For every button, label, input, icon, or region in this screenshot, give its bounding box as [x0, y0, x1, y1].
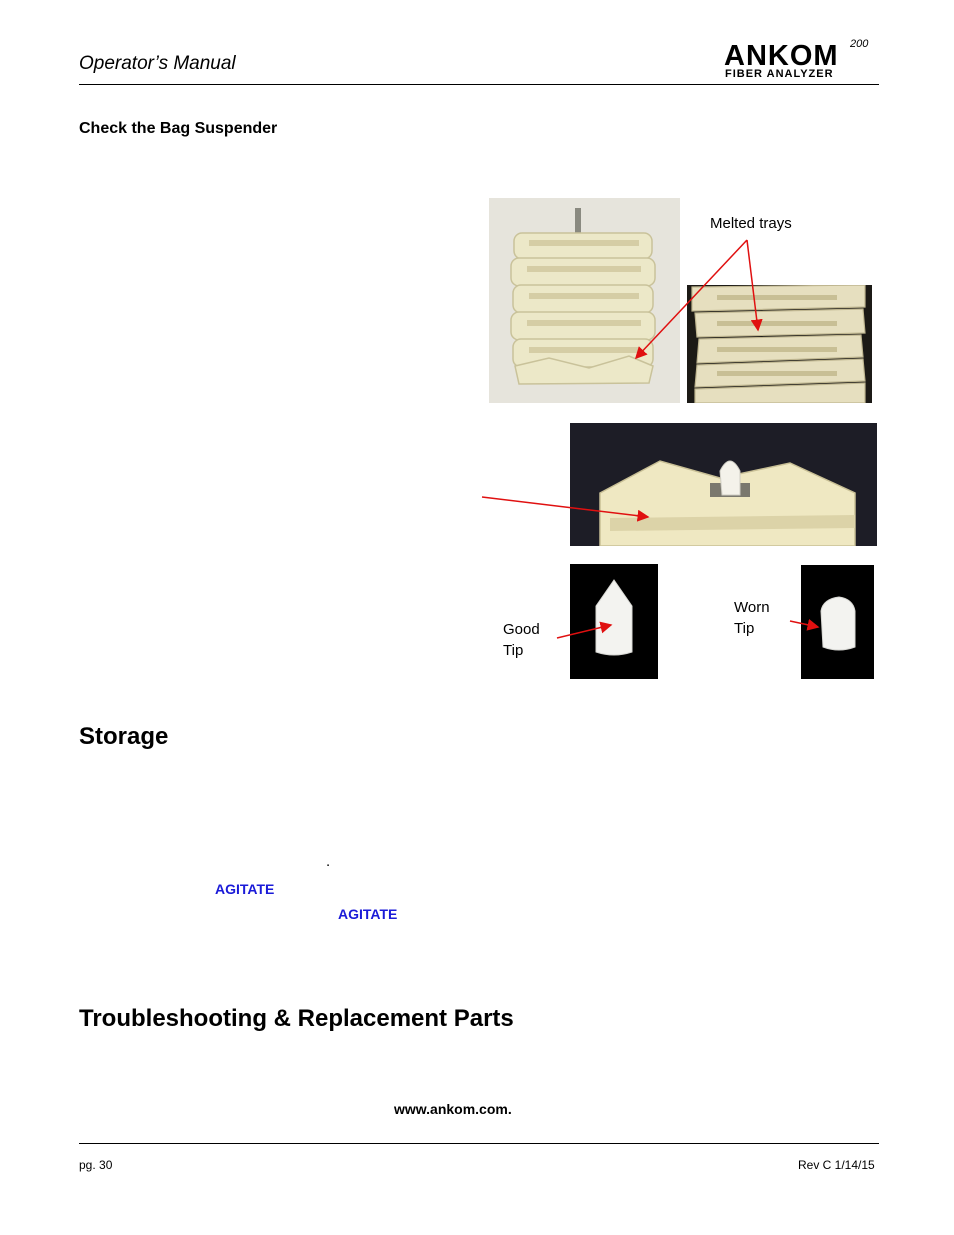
caption-worn-line-1: Worn: [734, 599, 770, 616]
section-label: Check the Bag Suspender: [79, 120, 278, 137]
footer-page-number: pg. 30: [79, 1158, 113, 1172]
caption-worn-line-2: Tip: [734, 620, 755, 637]
arrow-worn-tip: [789, 618, 820, 631]
caption-good-line-1: Good: [503, 621, 540, 638]
footer-rule: [79, 1143, 879, 1144]
storage-dot: .: [326, 853, 331, 870]
caption-good-tip: Good Tip: [503, 619, 540, 661]
tray-closeup-photo: [570, 423, 877, 546]
troubleshooting-heading: Troubleshooting & Replacement Parts: [79, 1005, 514, 1032]
logo-subtitle: FIBER ANALYZER: [725, 68, 834, 80]
logo-superscript: 200: [850, 38, 869, 50]
ankom-website-link[interactable]: www.ankom.com.: [394, 1101, 512, 1117]
bag-suspender-photo: [489, 198, 680, 403]
arrow-melted-right: [746, 239, 763, 332]
page-header-title: Operator’s Manual: [79, 53, 236, 74]
ankom-logo: ANKOM 200 FIBER ANALYZER: [722, 38, 880, 84]
footer-revision: Rev C 1/14/15: [798, 1158, 875, 1172]
storage-heading: Storage: [79, 723, 169, 750]
agitate-label-1: AGITATE: [215, 881, 275, 897]
good-tip-photo: [570, 564, 658, 679]
arrow-melted-left: [634, 239, 748, 360]
melted-trays-photo: [687, 285, 872, 403]
logo-main-text: ANKOM: [724, 40, 839, 72]
caption-melted-trays: Melted trays: [710, 215, 792, 232]
agitate-label-2: AGITATE: [338, 906, 398, 922]
caption-worn-tip: Worn Tip: [734, 597, 770, 639]
arrow-good-tip: [556, 621, 613, 639]
caption-good-line-2: Tip: [503, 642, 524, 659]
arrow-tray-closeup: [481, 496, 650, 522]
header-rule: [79, 84, 879, 85]
